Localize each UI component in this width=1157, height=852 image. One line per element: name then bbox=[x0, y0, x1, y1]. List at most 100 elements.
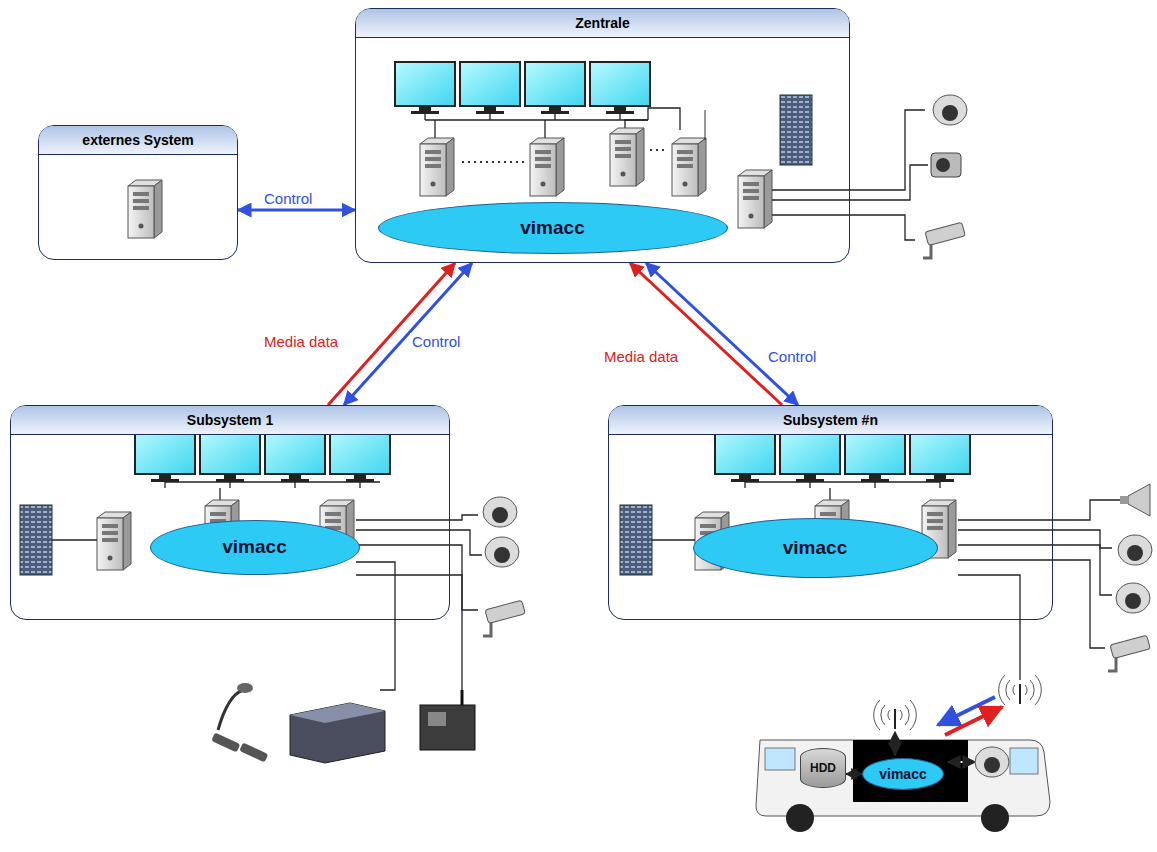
monitor-screen bbox=[845, 430, 905, 474]
dome-lens bbox=[1125, 593, 1141, 609]
connector-arrow bbox=[238, 209, 355, 212]
monitor-stand bbox=[804, 474, 816, 479]
panel-header: Subsystem 1 bbox=[11, 406, 449, 435]
monitor-icon bbox=[200, 430, 260, 482]
recorder-top bbox=[290, 703, 385, 723]
monitor-foot bbox=[151, 479, 179, 482]
wire bbox=[958, 560, 1105, 648]
drive-bay bbox=[102, 538, 118, 542]
wire bbox=[652, 539, 695, 540]
drive-bay bbox=[133, 192, 149, 196]
handset bbox=[239, 742, 268, 762]
bus-link bbox=[894, 732, 896, 755]
bus-window bbox=[765, 748, 795, 770]
dome-camera bbox=[975, 747, 1009, 777]
monitor-foot bbox=[281, 479, 309, 482]
wire bbox=[772, 110, 925, 190]
server-icon bbox=[672, 138, 706, 196]
drive-bay bbox=[425, 150, 441, 154]
dome-housing bbox=[933, 95, 967, 125]
drive-bay bbox=[927, 526, 943, 530]
dome-lens bbox=[1127, 545, 1143, 561]
wire bbox=[164, 482, 165, 488]
panel-header: Zentrale bbox=[356, 9, 849, 38]
bus-wheel bbox=[786, 804, 814, 832]
monitor-icon bbox=[845, 430, 905, 482]
drive-bay bbox=[133, 199, 149, 203]
radio-wave bbox=[910, 700, 916, 730]
audio-devices bbox=[211, 683, 475, 763]
monitor-icon bbox=[910, 430, 970, 482]
camera-body bbox=[925, 222, 965, 245]
server-side bbox=[446, 138, 454, 196]
camera-lens bbox=[936, 158, 950, 172]
server-icon bbox=[530, 138, 564, 196]
monitor-screen bbox=[135, 430, 195, 474]
radio-wave bbox=[905, 705, 909, 725]
wire bbox=[356, 530, 482, 555]
server-front bbox=[610, 134, 636, 186]
server-icon bbox=[738, 170, 772, 228]
camera-mount bbox=[923, 244, 931, 258]
drive-bay bbox=[325, 519, 341, 523]
wire bbox=[219, 488, 220, 500]
drive-bay bbox=[820, 512, 836, 516]
monitor-screen bbox=[265, 430, 325, 474]
dome-camera bbox=[485, 537, 519, 567]
monitor-stand bbox=[869, 474, 881, 479]
wire bbox=[958, 500, 1120, 520]
drive-bay bbox=[700, 524, 716, 528]
dome-lens bbox=[494, 547, 510, 563]
box-camera bbox=[931, 153, 961, 177]
camera-mount bbox=[1108, 657, 1116, 671]
monitor-screen bbox=[395, 62, 455, 106]
edge-label: Control bbox=[766, 348, 818, 365]
server-icon bbox=[97, 512, 131, 570]
horn-driver bbox=[1120, 496, 1128, 504]
system-title: Subsystem #n bbox=[783, 412, 878, 428]
monitor-screen bbox=[590, 62, 650, 106]
monitor-stand bbox=[614, 106, 626, 111]
monitor-stand bbox=[419, 106, 431, 111]
server-side bbox=[636, 128, 644, 186]
drive-bay bbox=[535, 150, 551, 154]
wire bbox=[424, 114, 425, 120]
vimacc-ellipse: vimacc bbox=[150, 520, 360, 575]
monitor-bus bbox=[425, 119, 648, 120]
radio-wave bbox=[1013, 685, 1015, 695]
wire bbox=[829, 488, 830, 500]
drive-bay bbox=[425, 157, 441, 161]
wire bbox=[434, 120, 435, 138]
node-label: vimacc bbox=[520, 217, 584, 239]
radio-display bbox=[428, 712, 446, 726]
bus-window bbox=[1010, 748, 1038, 774]
drive-bay bbox=[102, 531, 118, 535]
drive-bay bbox=[743, 189, 759, 193]
server-side bbox=[764, 170, 772, 228]
monitor-stand bbox=[934, 474, 946, 479]
vimacc-ellipse: vimacc bbox=[862, 758, 944, 790]
monitor-stand bbox=[354, 474, 366, 479]
monitor-stand bbox=[159, 474, 171, 479]
monitor-icon bbox=[135, 430, 195, 482]
dome-camera bbox=[1116, 583, 1150, 613]
wire bbox=[744, 482, 745, 488]
monitor-foot bbox=[796, 479, 824, 482]
server-front bbox=[672, 144, 698, 196]
antenna-icon bbox=[874, 700, 917, 730]
bus-link bbox=[948, 761, 975, 763]
wireless-arrow bbox=[938, 697, 995, 725]
bus-illustration bbox=[756, 732, 1050, 832]
monitor-foot bbox=[216, 479, 244, 482]
node-label: vimacc bbox=[222, 536, 286, 558]
dome-camera bbox=[483, 497, 517, 527]
power-button bbox=[139, 224, 144, 229]
connector-arrow bbox=[344, 263, 472, 405]
wire bbox=[625, 120, 648, 128]
rack-icon bbox=[20, 505, 52, 575]
drive-bay bbox=[102, 524, 118, 528]
wire bbox=[958, 575, 1020, 680]
edge-label: Control bbox=[410, 333, 462, 350]
horn-speaker bbox=[1120, 484, 1150, 516]
radio-wave bbox=[900, 710, 902, 720]
